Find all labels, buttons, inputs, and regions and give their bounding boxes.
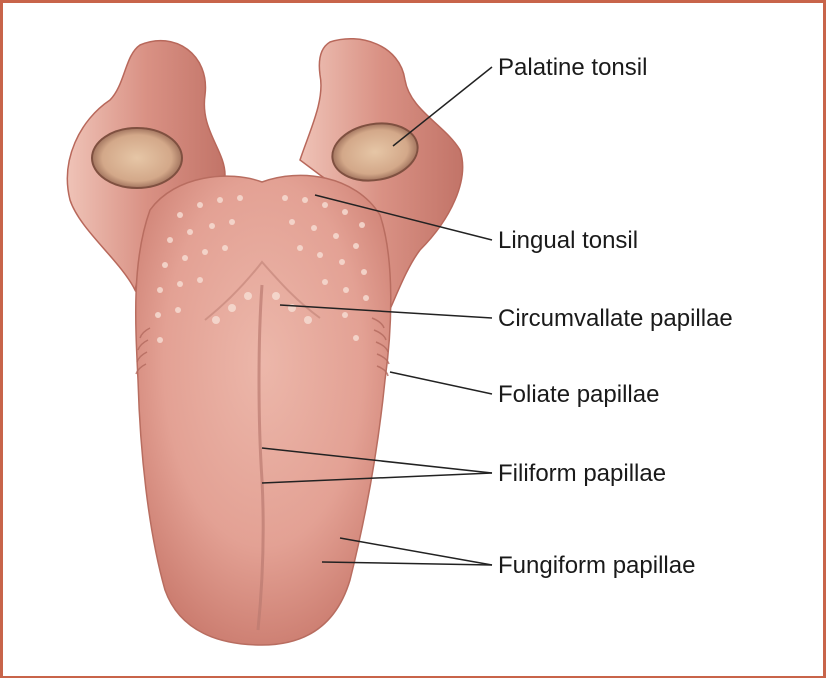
label-foliate-papillae: Foliate papillae	[498, 381, 659, 409]
label-lingual-tonsil: Lingual tonsil	[498, 227, 638, 255]
left-palatine-tonsil	[92, 128, 182, 188]
label-palatine-tonsil: Palatine tonsil	[498, 54, 647, 82]
leader-line-foliate-papillae	[390, 372, 492, 394]
label-circumvallate-papillae: Circumvallate papillae	[498, 305, 733, 333]
label-fungiform-papillae: Fungiform papillae	[498, 552, 695, 580]
label-filiform-papillae: Filiform papillae	[498, 460, 666, 488]
leader-line-fungiform-papillae-1	[340, 538, 492, 565]
